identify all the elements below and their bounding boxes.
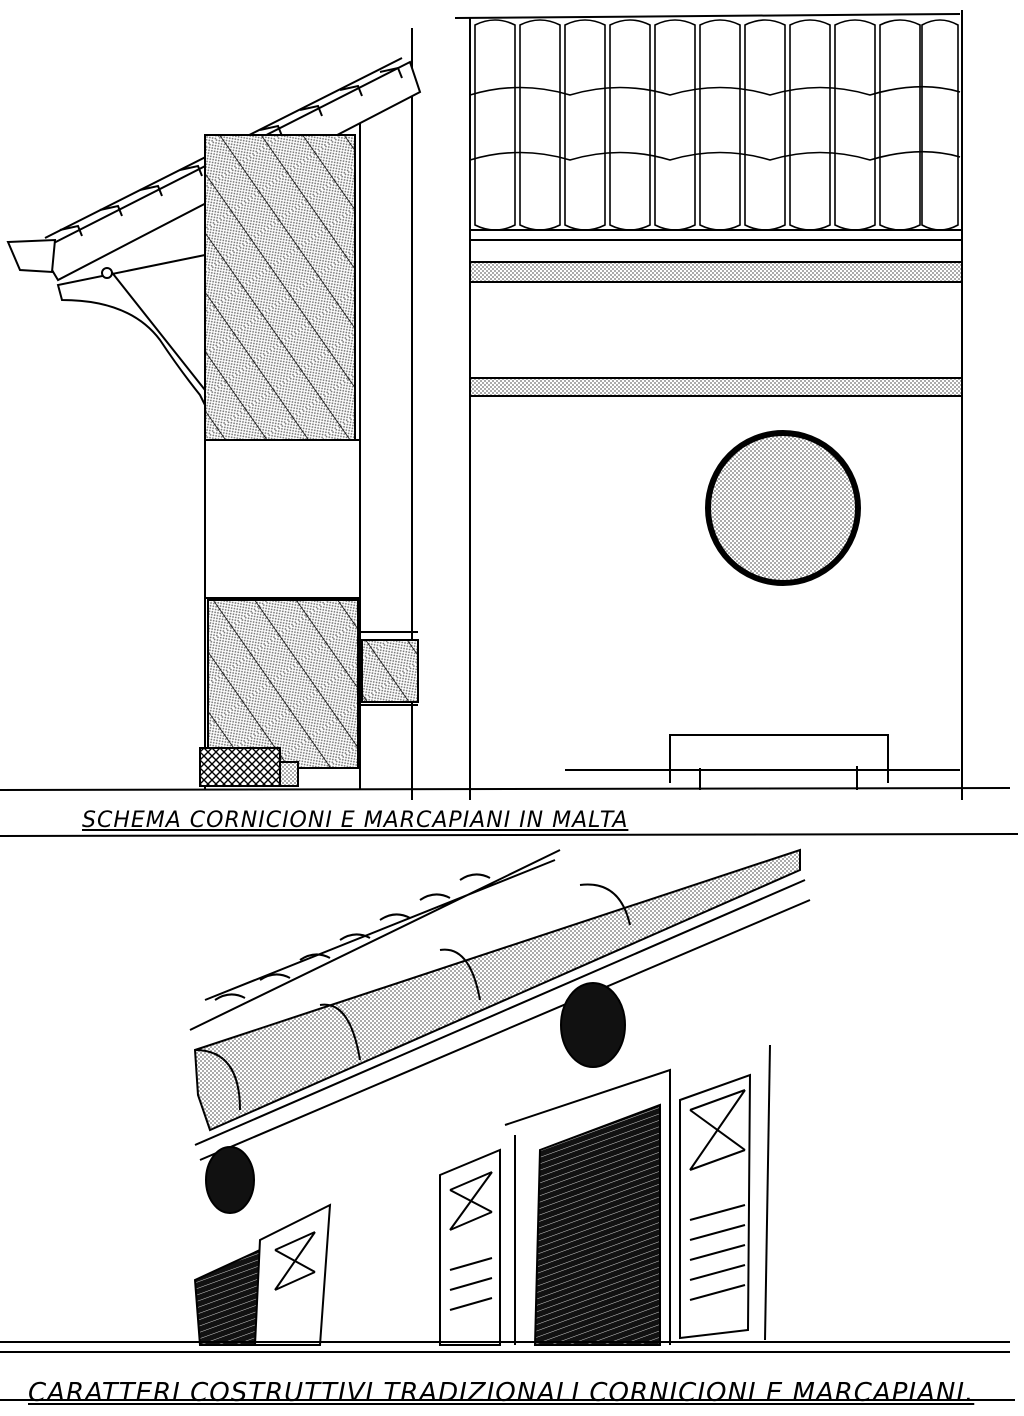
round-window xyxy=(705,430,861,586)
cornice-section-drawing xyxy=(6,28,422,800)
facade-perspective-sketch xyxy=(0,848,1010,1353)
dark-doorway xyxy=(533,1103,661,1346)
roof-tiles xyxy=(469,19,961,231)
oval-window-lower xyxy=(205,1146,255,1214)
cornice-elevation-drawing xyxy=(454,10,963,800)
oval-window-upper xyxy=(560,982,626,1068)
ground-lines xyxy=(0,787,1019,837)
caption-section-title: SCHEMA CORNICIONI E MARCAPIANI IN MALTA xyxy=(82,808,629,833)
caption-sheet-title: CARATTERI COSTRUTTIVI TRADIZIONALI CORNI… xyxy=(28,1378,975,1408)
